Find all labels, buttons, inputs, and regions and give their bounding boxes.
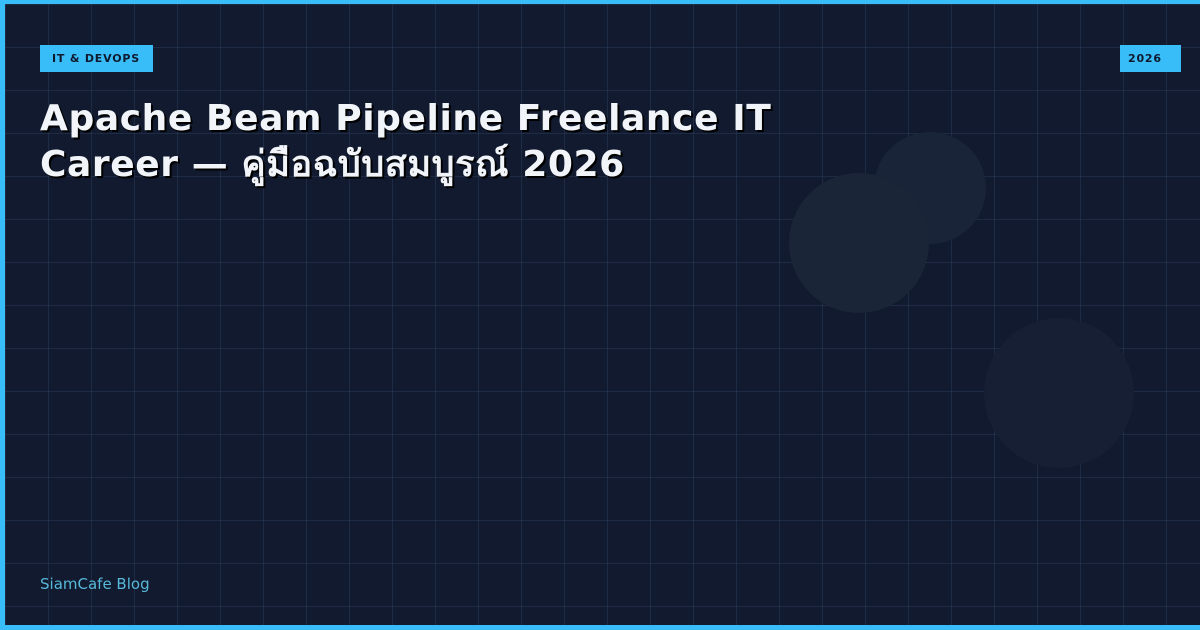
decorative-circle-bottom <box>984 318 1134 468</box>
decorative-circle-large <box>789 173 929 313</box>
page-title: Apache Beam Pipeline Freelance IT Career… <box>40 98 772 185</box>
brand-name: SiamCafe Blog <box>40 575 150 593</box>
category-badge: IT & DEVOPS <box>40 45 153 72</box>
year-badge: 2026 <box>1120 45 1181 72</box>
